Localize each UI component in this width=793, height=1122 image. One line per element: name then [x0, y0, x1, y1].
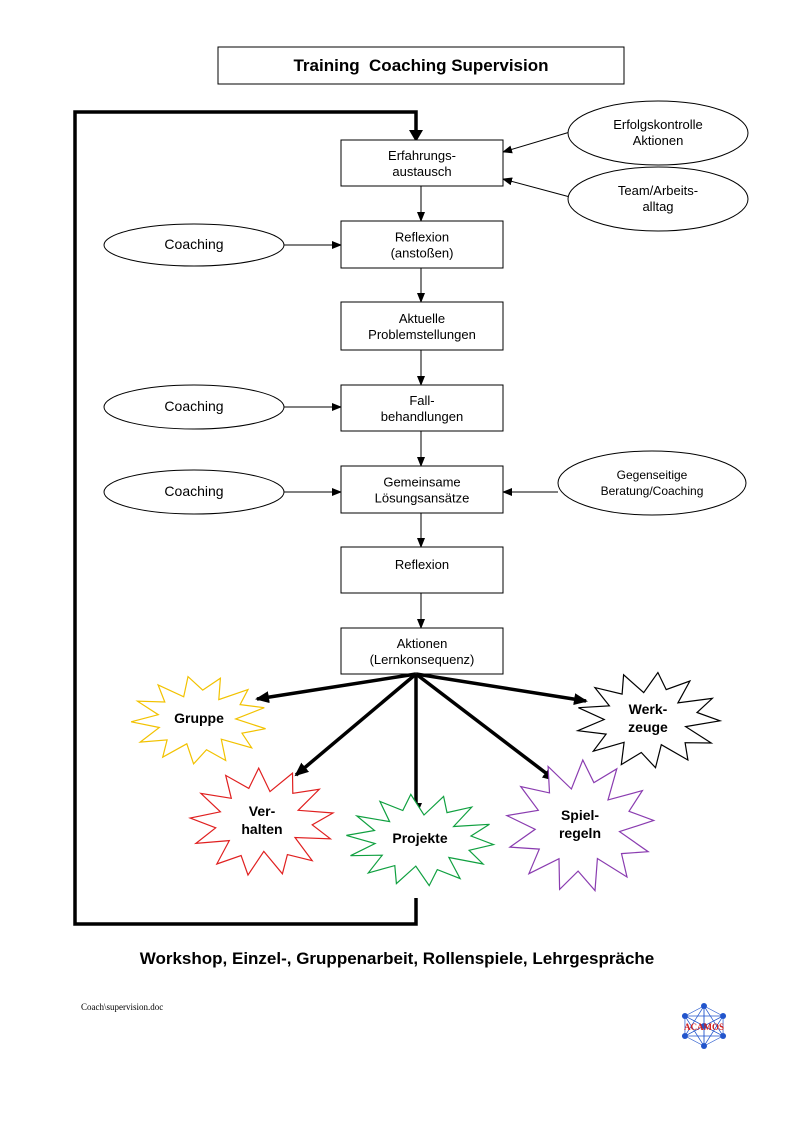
- outcome-label: zeuge: [628, 719, 668, 735]
- flow-box-label: Problemstellungen: [368, 327, 476, 342]
- input-ellipse-label: Team/Arbeits-: [618, 183, 698, 198]
- outcome-label: Werk-: [629, 701, 668, 717]
- input-ellipse-coaching1: Coaching: [103, 223, 285, 267]
- flow-box-label: (anstoßen): [391, 246, 454, 261]
- outcome-label: Gruppe: [174, 710, 224, 726]
- outcome-gruppe: Gruppe: [130, 675, 266, 766]
- burst-shape: [504, 758, 656, 893]
- burst-shape: [575, 671, 723, 769]
- title-box: Training Coaching Supervision: [217, 46, 625, 85]
- burst-shape: [130, 675, 266, 766]
- flow-box-label: Reflexion: [395, 230, 449, 245]
- flow-boxes: Erfahrungs-austauschReflexion(anstoßen)A…: [340, 139, 504, 675]
- input-ellipses: ErfolgskontrolleAktionenTeam/Arbeits-all…: [103, 100, 749, 516]
- outcome-connectors: [255, 672, 588, 817]
- input-ellipse-label: Coaching: [164, 483, 223, 499]
- flow-box-label: Aktuelle: [399, 311, 445, 326]
- flow-box-label: Erfahrungs-: [388, 148, 456, 163]
- burst-shape: [346, 793, 496, 887]
- feedback-loop-arrowhead: [409, 130, 423, 142]
- flow-box-fall: Fall-behandlungen: [340, 384, 504, 432]
- burst-shape: [188, 766, 336, 877]
- flow-box-label: Gemeinsame: [383, 475, 460, 490]
- input-ellipse-label: Coaching: [164, 398, 223, 414]
- flow-box-label: Fall-: [409, 393, 434, 408]
- flow-box-aktionen: Aktionen(Lernkonsequenz): [340, 627, 504, 675]
- logo-text: ACAMOS: [684, 1022, 724, 1032]
- input-ellipse-label: Erfolgskontrolle: [613, 117, 703, 132]
- outcome-spielregeln: Spiel-regeln: [504, 758, 656, 893]
- input-ellipse-team: Team/Arbeits-alltag: [567, 166, 749, 232]
- flow-box-erfahrung: Erfahrungs-austausch: [340, 139, 504, 187]
- outcome-verhalten: Ver-halten: [188, 766, 336, 877]
- outcome-label: Spiel-: [561, 807, 599, 823]
- feedback-loop-line: [73, 110, 418, 926]
- flow-box-label: behandlungen: [381, 409, 463, 424]
- input-ellipse-coaching2: Coaching: [103, 384, 285, 430]
- doc-reference: Coach\supervision.doc: [81, 1002, 163, 1012]
- flow-box-reflexion1: Reflexion(anstoßen): [340, 220, 504, 269]
- acamos-logo: ACAMOS: [681, 1003, 727, 1049]
- flow-box-reflexion2: Reflexion: [340, 546, 504, 594]
- flow-box-label: Lösungsansätze: [375, 491, 470, 506]
- flow-box-label: Aktionen: [397, 636, 448, 651]
- outcome-label: Ver-: [249, 803, 276, 819]
- input-connectors: [284, 131, 571, 496]
- page-title: Training Coaching Supervision: [293, 56, 548, 75]
- outcome-label: halten: [241, 821, 282, 837]
- flow-box-label: (Lernkonsequenz): [370, 652, 475, 667]
- input-ellipse-label: Aktionen: [633, 133, 684, 148]
- input-ellipse-coaching3: Coaching: [103, 469, 285, 515]
- outcome-label: regeln: [559, 825, 601, 841]
- flow-box-label: austausch: [392, 164, 451, 179]
- flow-box-label: Reflexion: [395, 557, 449, 572]
- footer-methods: Workshop, Einzel-, Gruppenarbeit, Rollen…: [140, 949, 655, 968]
- input-ellipse-label: Coaching: [164, 236, 223, 252]
- outcome-werkzeuge: Werk-zeuge: [575, 671, 723, 769]
- outcome-label: Projekte: [392, 830, 447, 846]
- outcome-projekte: Projekte: [346, 793, 496, 887]
- input-ellipse-label: Gegenseitige: [617, 468, 688, 482]
- input-ellipse-label: alltag: [642, 199, 673, 214]
- input-ellipse-label: Beratung/Coaching: [601, 484, 704, 498]
